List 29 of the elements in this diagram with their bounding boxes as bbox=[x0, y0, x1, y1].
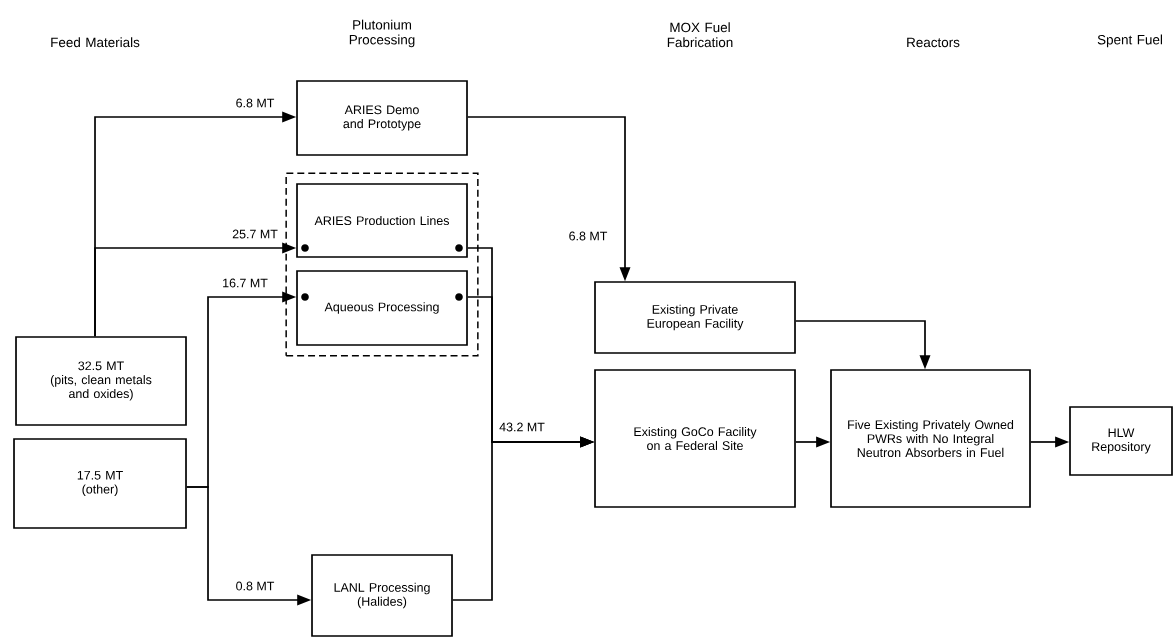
arrow bbox=[467, 116, 631, 282]
arrow bbox=[186, 486, 312, 606]
process-box: HLW Repository bbox=[1069, 406, 1173, 476]
arrow bbox=[94, 242, 309, 337]
arrow bbox=[795, 436, 831, 448]
edge-label: 25.7 MT bbox=[232, 229, 278, 239]
edge-label: 6.8 MT bbox=[569, 231, 608, 241]
process-box: ARIES Demo and Prototype bbox=[296, 80, 468, 156]
column-heading: MOX Fuel Fabrication bbox=[667, 22, 733, 48]
arrow bbox=[1030, 436, 1070, 448]
column-heading: Spent Fuel bbox=[1097, 34, 1162, 48]
edge-label: 0.8 MT bbox=[236, 581, 275, 591]
edge-label: 43.2 MT bbox=[499, 422, 545, 432]
arrow bbox=[795, 320, 931, 370]
column-heading: Plutonium Processing bbox=[349, 19, 415, 48]
dashed-group-box bbox=[285, 172, 479, 357]
process-box: Existing GoCo Facility on a Federal Site bbox=[594, 369, 796, 508]
edge-label: 16.7 MT bbox=[223, 278, 268, 288]
column-heading: Feed Materials bbox=[51, 37, 140, 48]
process-box: Five Existing Privately Owned PWRs with No Integral Neutron Absorbers in Fuel bbox=[830, 369, 1031, 508]
process-box: Existing Private European Facility bbox=[594, 281, 796, 354]
process-box: 32.5 MT (pits, clean metals and oxides) bbox=[15, 336, 187, 426]
edge-label: 6.8 MT bbox=[236, 98, 275, 108]
process-box: Aqueous Processing bbox=[296, 270, 468, 346]
process-box: ARIES Production Lines bbox=[296, 183, 468, 258]
process-box: 17.5 MT (other) bbox=[13, 438, 187, 529]
column-heading: Reactors bbox=[907, 37, 960, 48]
process-box: LANL Processing (Halides) bbox=[311, 554, 453, 637]
arrow bbox=[452, 436, 595, 601]
